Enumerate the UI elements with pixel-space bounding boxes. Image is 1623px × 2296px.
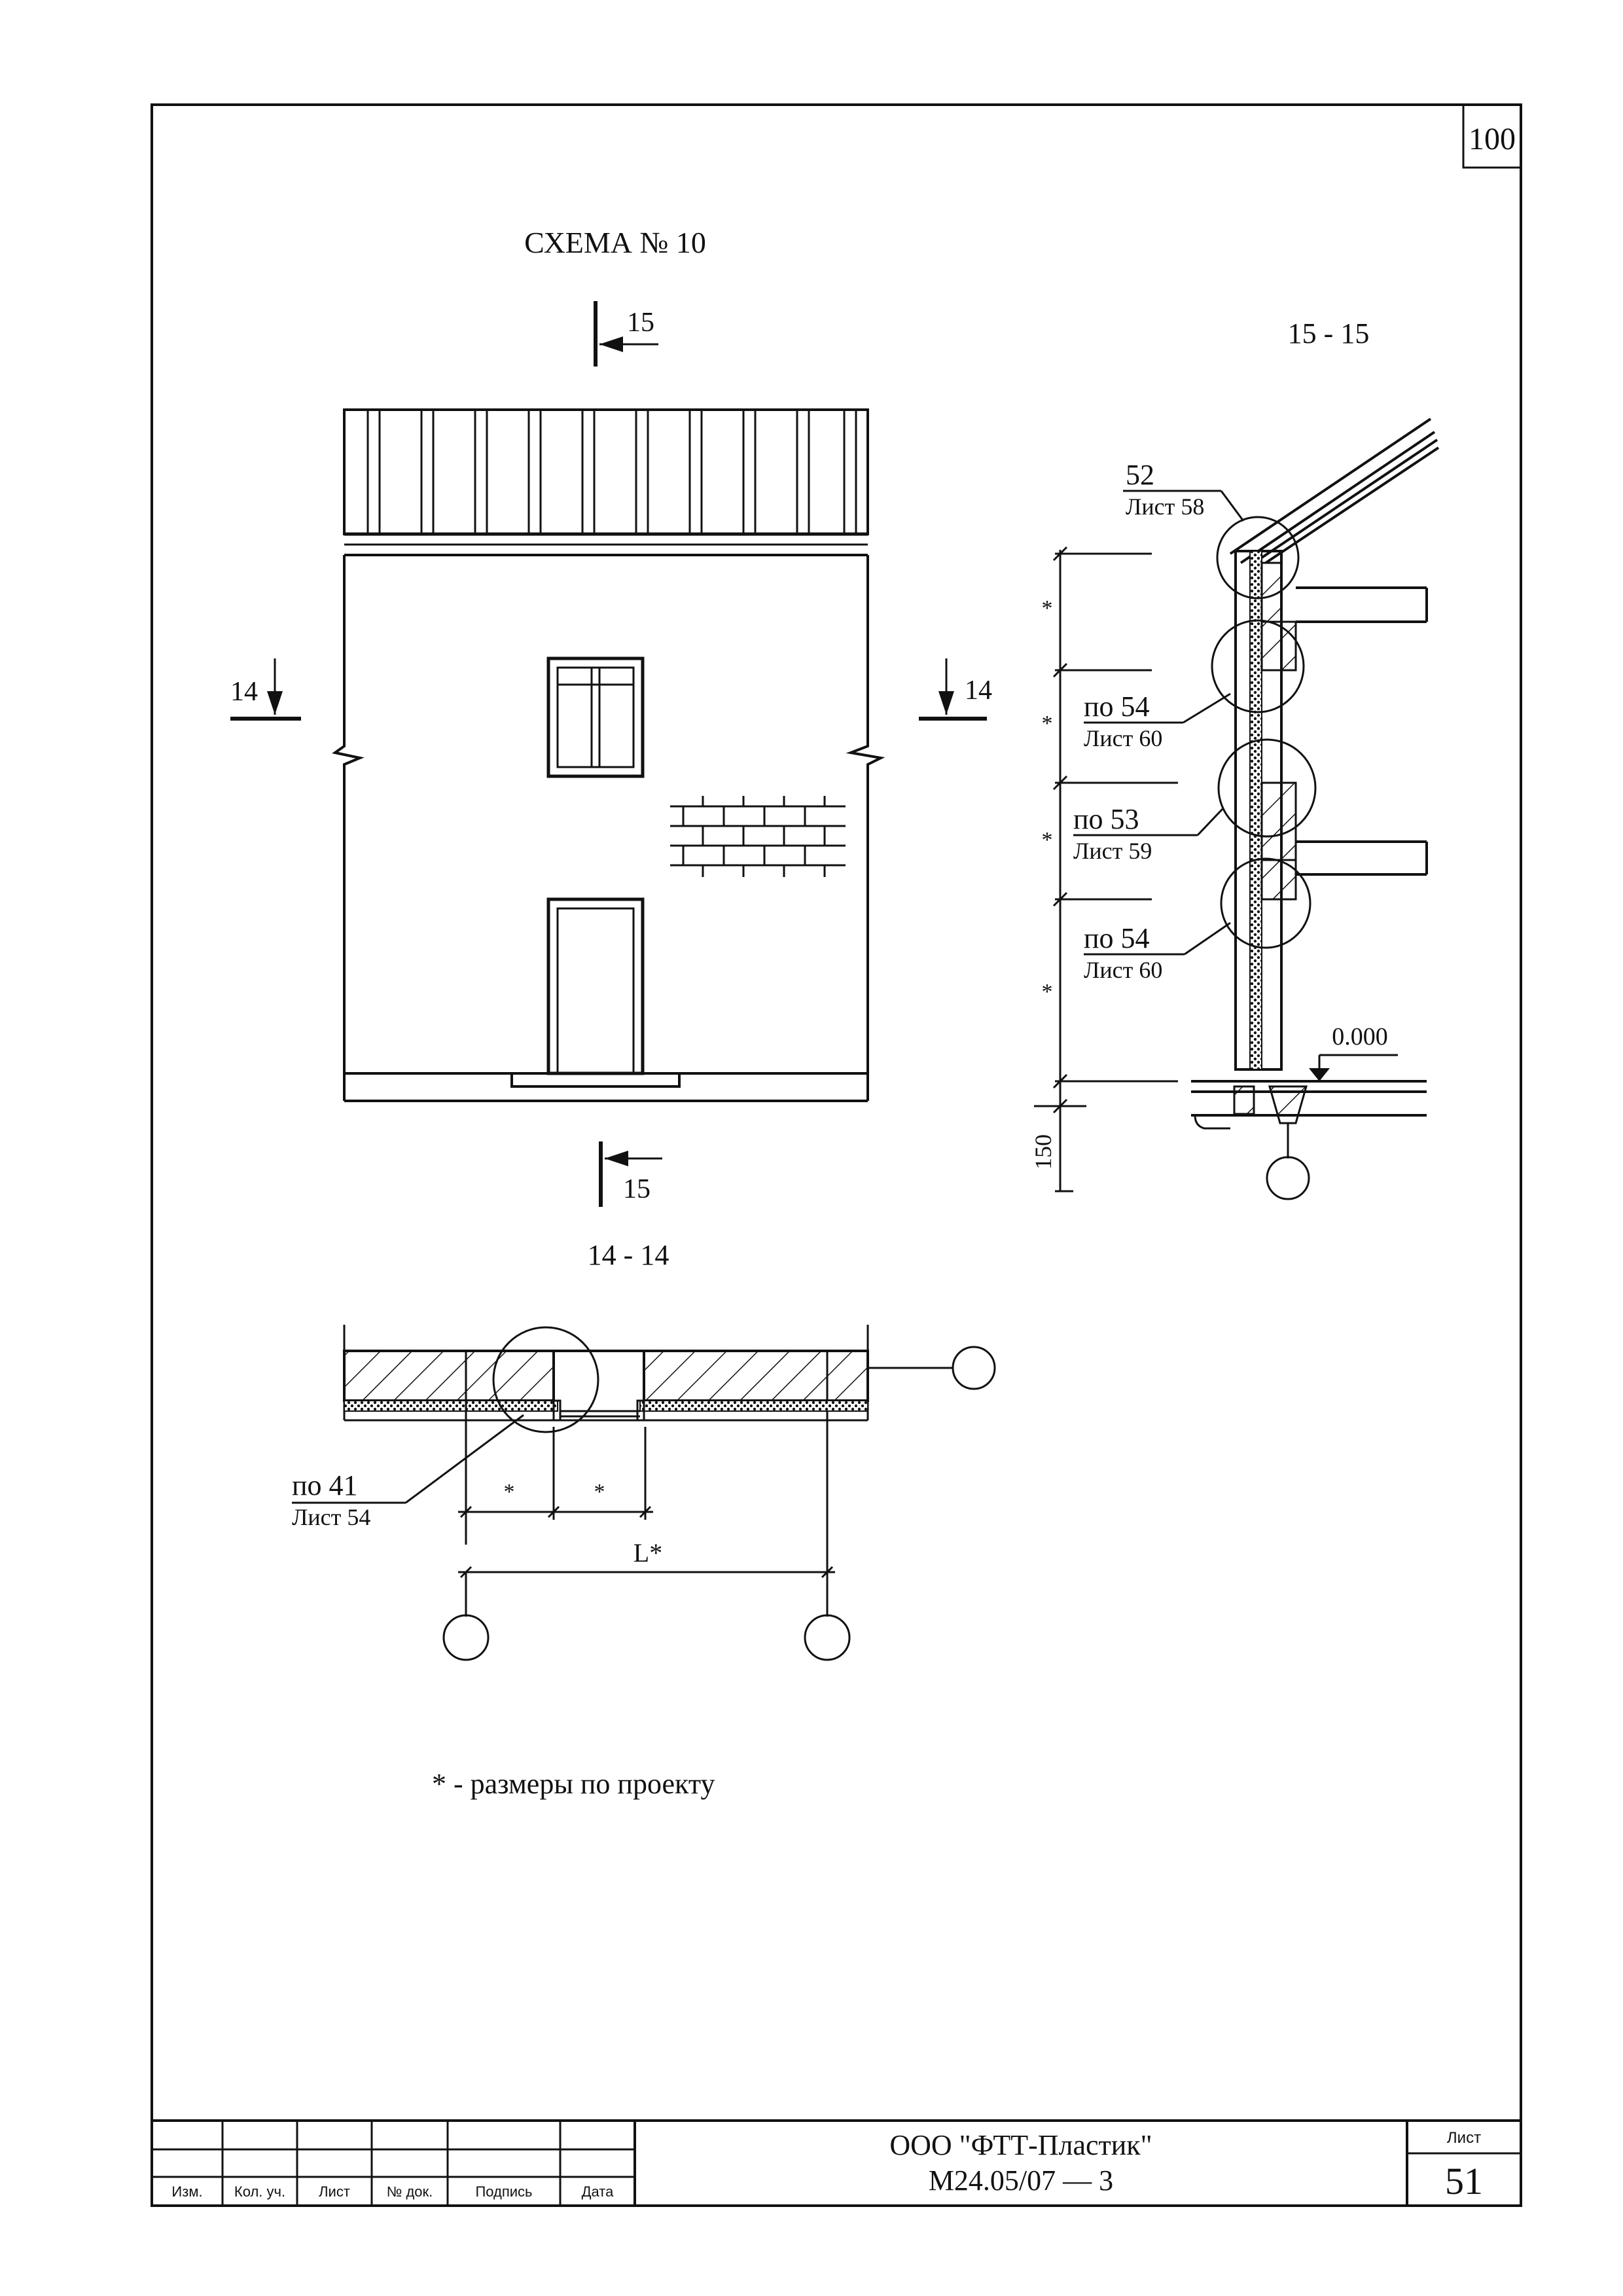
callout-52-sheet: Лист 58 <box>1126 493 1204 520</box>
cut-marker-15-top: 15 <box>594 301 658 367</box>
dim-star-2: * <box>1042 711 1053 736</box>
title-block: Изм. Кол. уч. Лист № док. Подпись Дата О… <box>152 2119 1521 2206</box>
sheet-label: Лист <box>1447 2129 1481 2147</box>
callout-52-number: 52 <box>1126 459 1154 491</box>
col-date: Дата <box>582 2183 614 2200</box>
cut-marker-14-left: 14 <box>230 658 301 721</box>
section-14-14: 14 - 14 по 41 Лист 54 <box>292 1239 996 1661</box>
callout-54-lower-sheet: Лист 60 <box>1084 957 1162 983</box>
company-name: ООО "ФТТ-Пластик" <box>889 2129 1152 2161</box>
vertical-dimension-chain <box>1034 546 1178 1193</box>
dim-star-1: * <box>1042 596 1053 620</box>
section-14-title: 14 - 14 <box>588 1239 669 1271</box>
callout-53-sheet: Лист 59 <box>1073 838 1152 864</box>
dim-star-b: * <box>594 1480 605 1504</box>
col-kol-uch: Кол. уч. <box>234 2183 285 2200</box>
scheme-title: СХЕМА № 10 <box>524 226 706 259</box>
col-doc-num: № док. <box>387 2183 433 2200</box>
callout-41-sheet: Лист 54 <box>292 1504 370 1530</box>
footnote: * - размеры по проекту <box>432 1768 715 1800</box>
dim-star-a: * <box>504 1480 515 1504</box>
section-15-15: 15 - 15 <box>1030 317 1440 1200</box>
cut-marker-top-label: 15 <box>627 308 654 338</box>
col-izm: Изм. <box>171 2183 202 2200</box>
vertical-dimension-stars: * * * * <box>1042 596 1053 1004</box>
cut-marker-left-label: 14 <box>230 677 258 707</box>
callout-41: по 41 Лист 54 <box>292 1414 524 1530</box>
sheet-frame <box>151 103 1522 2207</box>
cut-marker-bottom-label: 15 <box>623 1174 651 1204</box>
dim-150: 150 <box>1030 1134 1056 1170</box>
callout-54-upper-number: по 54 <box>1084 691 1150 723</box>
cut-marker-14-right: 14 <box>919 658 992 721</box>
dim-L: L* <box>633 1538 662 1568</box>
level-mark: 0.000 <box>1309 1023 1398 1081</box>
level-mark-label: 0.000 <box>1332 1023 1388 1050</box>
callout-53-number: по 53 <box>1073 803 1139 835</box>
document-code: М24.05/07 — 3 <box>929 2164 1113 2197</box>
facade-window <box>546 656 645 778</box>
col-list: Лист <box>319 2183 350 2200</box>
callout-54-lower-number: по 54 <box>1084 922 1150 954</box>
callout-54-upper: по 54 Лист 60 <box>1084 691 1231 751</box>
facade-elevation <box>332 408 885 1102</box>
facade-door <box>510 897 681 1088</box>
callout-52: 52 Лист 58 <box>1123 459 1245 522</box>
cut-marker-15-bottom: 15 <box>599 1141 662 1207</box>
callout-54-lower: по 54 Лист 60 <box>1084 922 1231 983</box>
callout-53: по 53 Лист 59 <box>1073 803 1224 864</box>
sheet-number: 51 <box>1445 2160 1483 2202</box>
corner-page-number: 100 <box>1469 122 1516 156</box>
callout-54-upper-sheet: Лист 60 <box>1084 725 1162 751</box>
facade-brick-pattern <box>670 796 846 877</box>
corner-page-box: 100 <box>1462 103 1522 169</box>
facade-roof <box>343 408 869 556</box>
callout-41-number: по 41 <box>292 1469 358 1501</box>
dim-star-4: * <box>1042 980 1053 1004</box>
cut-marker-right-label: 14 <box>965 675 992 706</box>
section-15-title: 15 - 15 <box>1288 317 1370 350</box>
col-signature: Подпись <box>475 2183 532 2200</box>
dim-star-3: * <box>1042 828 1053 852</box>
